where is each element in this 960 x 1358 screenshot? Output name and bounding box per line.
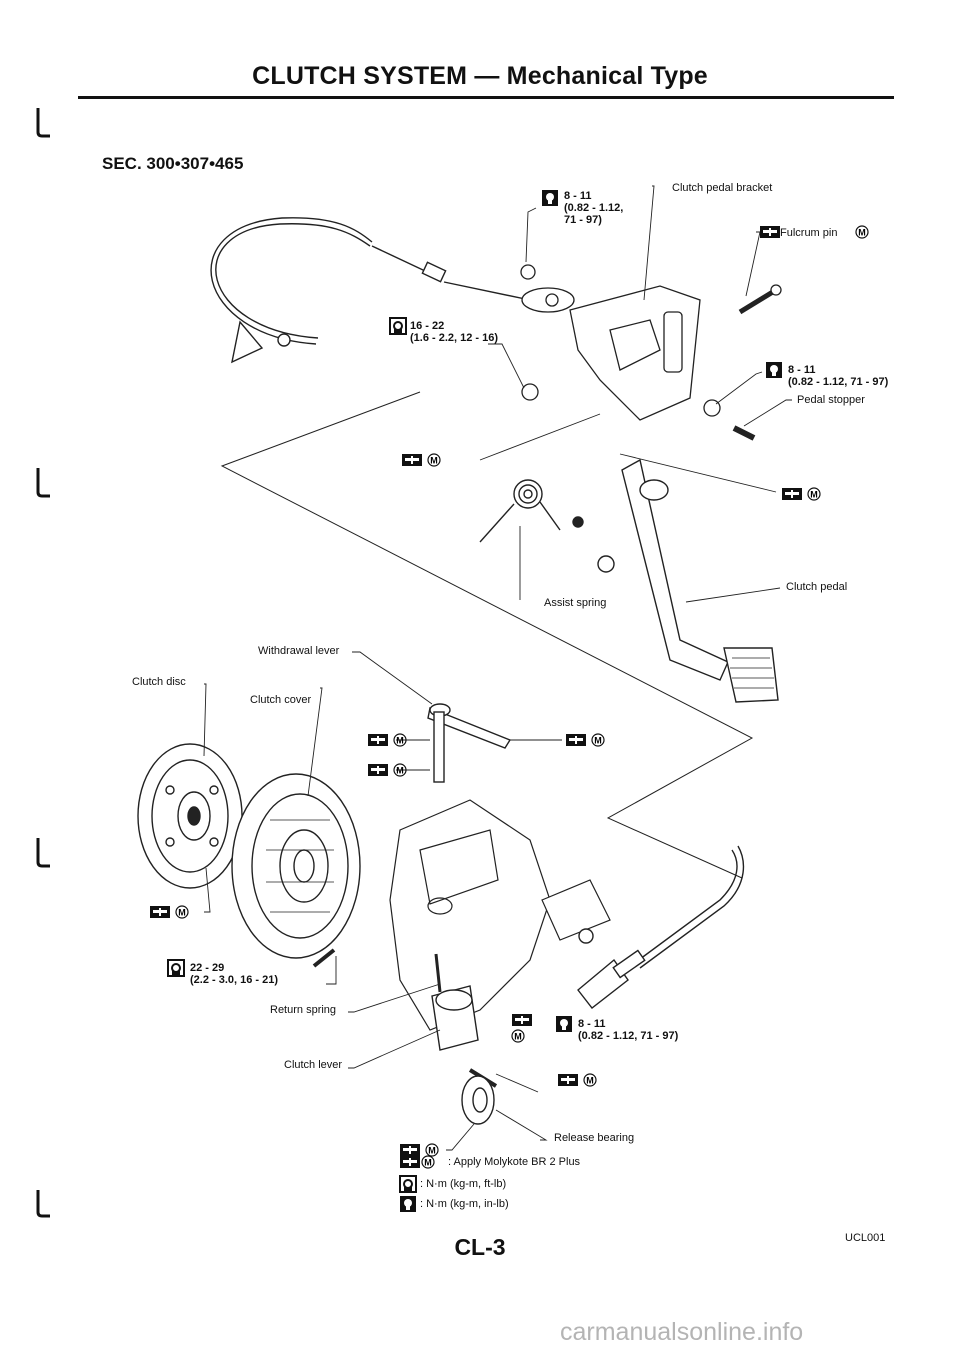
- clutch-cable: [210, 217, 531, 364]
- figure-code: UCL001: [845, 1232, 886, 1244]
- label-clutch-lever: Clutch lever: [284, 1059, 343, 1071]
- torque-cover-bolt: 22 - 29 (2.2 - 3.0, 16 - 21): [190, 962, 279, 986]
- leader-lines: [203, 185, 792, 1151]
- label-assist-spring: Assist spring: [544, 597, 607, 609]
- torque-lever-bolt: 8 - 11 (0.82 - 1.12, 71 - 97): [578, 1018, 679, 1042]
- label-pedal-stopper: Pedal stopper: [797, 394, 865, 406]
- withdrawal-lever: [427, 703, 512, 783]
- torque-bracket-bolt: 8 - 11 (0.82 - 1.12, 71 - 97): [564, 190, 624, 226]
- page-title: CLUTCH SYSTEM — Mechanical Type: [252, 62, 708, 90]
- title-rule: [78, 96, 894, 99]
- section-number: SEC. 300•307•465: [102, 154, 244, 173]
- label-fulcrum-pin: Fulcrum pin: [780, 227, 838, 239]
- lower-cable: [612, 845, 745, 979]
- pedal-bracket: [520, 264, 782, 441]
- label-release-bearing: Release bearing: [554, 1132, 635, 1144]
- watermark: carmanualsonline.info: [560, 1318, 804, 1346]
- grease-tube-icon: [150, 226, 802, 1156]
- legend-grease: : Apply Molykote BR 2 Plus: [448, 1156, 581, 1168]
- torque-cable-nut: 16 - 22 (1.6 - 2.2, 12 - 16): [410, 320, 499, 344]
- legend-torque-inlb: : N·m (kg-m, in-lb): [420, 1198, 509, 1210]
- torque-stopper-nut: 8 - 11 (0.82 - 1.12, 71 - 97): [788, 364, 889, 388]
- assembly-outline: [220, 391, 754, 879]
- clutch-pedal: [621, 458, 779, 703]
- page-number: CL-3: [454, 1234, 506, 1260]
- label-return-spring: Return spring: [270, 1004, 337, 1016]
- binding-mark-icon: [36, 108, 50, 1218]
- assist-spring: [479, 479, 615, 573]
- legend-torque-ftlb: : N·m (kg-m, ft-lb): [420, 1178, 507, 1190]
- label-clutch-pedal: Clutch pedal: [786, 581, 848, 593]
- label-clutch-disc: Clutch disc: [132, 676, 186, 688]
- clutch-disc: [137, 743, 243, 889]
- clutch-cover: [231, 773, 361, 968]
- label-clutch-pedal-bracket: Clutch pedal bracket: [672, 182, 773, 194]
- transmission-housing: [389, 799, 611, 1031]
- label-clutch-cover: Clutch cover: [250, 694, 312, 706]
- label-withdrawal-lever: Withdrawal lever: [258, 645, 340, 657]
